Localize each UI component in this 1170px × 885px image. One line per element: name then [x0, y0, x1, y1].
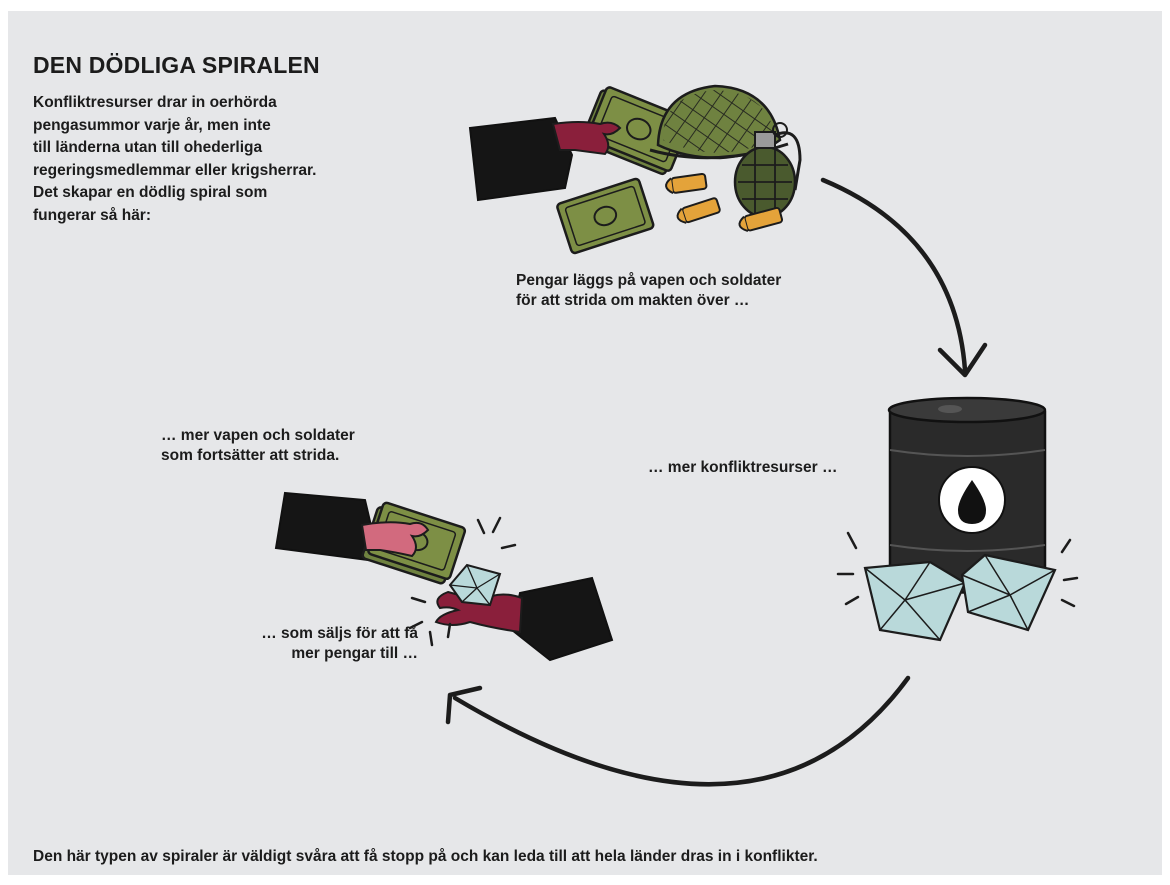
hand-icon: [551, 121, 622, 156]
grenade-icon: [733, 122, 802, 219]
diamond-icon: [960, 553, 1057, 632]
intro-line: pengasummor varje år, men inte: [33, 116, 271, 134]
diamond-icon: [863, 560, 967, 642]
step-line: … mer vapen och soldater: [161, 427, 355, 444]
money-icon: [556, 177, 655, 255]
hand-sleeve-icon: [510, 576, 614, 662]
step-line: Pengar läggs på vapen och soldater: [516, 272, 782, 289]
step-line: … mer konfliktresurser …: [648, 459, 838, 476]
diagram-title: DEN DÖDLIGA SPIRALEN: [33, 52, 320, 78]
arrow-icon: [445, 675, 911, 787]
intro-line: regeringsmedlemmar eller krigsherrar.: [33, 161, 317, 179]
step-sold-for-money-label: … som säljs för att få mer pengar till …: [224, 624, 418, 664]
step-line: mer pengar till …: [291, 645, 418, 662]
sparkle-icon: [836, 531, 1079, 608]
step-more-weapons-label: … mer vapen och soldater som fortsätter …: [161, 426, 355, 466]
step-line: för att strida om makten över …: [516, 292, 750, 309]
diamond-icon: [448, 563, 502, 607]
step-more-resources-label: … mer konfliktresurser …: [648, 458, 838, 478]
intro-line: Det skapar en dödlig spiral som: [33, 184, 268, 201]
arrow-icon: [820, 177, 988, 378]
hand-sleeve-icon: [468, 116, 574, 202]
hand-sleeve-icon: [274, 491, 374, 562]
intro-line: Konfliktresurser drar in oerhörda: [33, 94, 277, 111]
intro-line: fungerar så här:: [33, 206, 152, 224]
helmet-icon: [649, 84, 789, 160]
step-line: … som säljs för att få: [261, 625, 418, 642]
footer-text: Den här typen av spiraler är väldigt svå…: [33, 848, 818, 865]
hand-icon: [360, 521, 430, 558]
step-line: som fortsätter att strida.: [161, 447, 340, 464]
sparkle-icon: [408, 516, 517, 647]
bullets-icon: [665, 172, 784, 233]
intro-line: till länderna utan till ohederliga: [33, 139, 263, 156]
step-money-to-weapons-label: Pengar läggs på vapen och soldater för a…: [516, 271, 781, 311]
intro-text: Konfliktresurser drar in oerhörda pengas…: [33, 92, 453, 227]
